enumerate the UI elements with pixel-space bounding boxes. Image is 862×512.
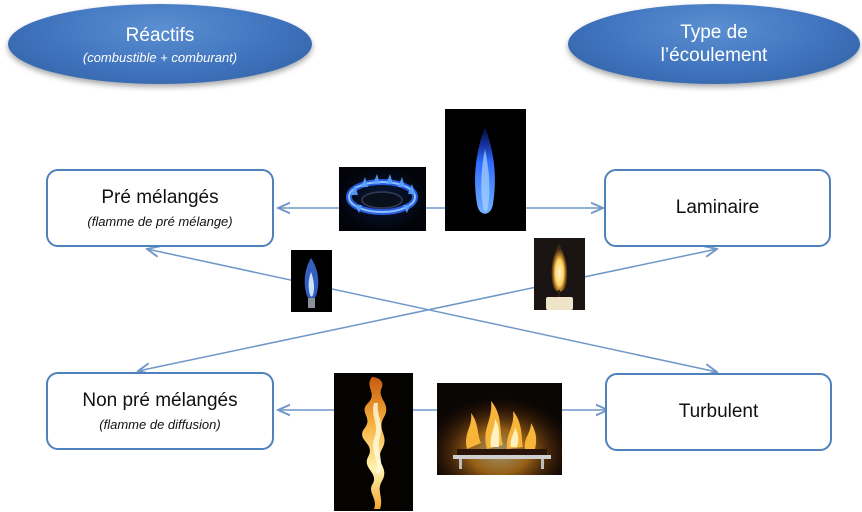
premixed-label: Pré mélangés	[101, 187, 219, 208]
turbulent-label: Turbulent	[678, 401, 759, 422]
non-premixed-sublabel: (flamme de diffusion)	[99, 417, 221, 432]
tall-blue-flame-photo	[445, 109, 526, 231]
turbulent-fire-column-photo	[334, 373, 413, 511]
flow-type-line1: Type de	[680, 22, 748, 43]
reactants-title: Réactifs	[125, 24, 195, 46]
flow-type-ellipse: Type de l’écoulement	[568, 4, 860, 84]
premixed-sublabel: (flamme de pré mélange)	[87, 214, 233, 229]
small-blue-jet-flame-photo	[291, 250, 332, 312]
non-premixed-box: Non pré mélangés (flamme de diffusion)	[46, 372, 274, 450]
laminar-label: Laminaire	[675, 197, 760, 218]
laminar-box: Laminaire	[604, 169, 831, 247]
non-premixed-label: Non pré mélangés	[82, 390, 238, 411]
arrow-laminar-nonpremixed	[138, 249, 717, 371]
gas-burner-blue-flame-photo	[339, 167, 426, 231]
premixed-box: Pré mélangés (flamme de pré mélange)	[46, 169, 274, 247]
reactants-ellipse: Réactifs (combustible + comburant)	[8, 4, 312, 84]
flow-type-line2: l’écoulement	[660, 45, 768, 66]
fireplace-fire-photo	[437, 383, 562, 475]
turbulent-box: Turbulent	[605, 373, 832, 451]
candle-flame-photo	[534, 238, 585, 310]
reactants-subtitle: (combustible + comburant)	[82, 49, 238, 65]
